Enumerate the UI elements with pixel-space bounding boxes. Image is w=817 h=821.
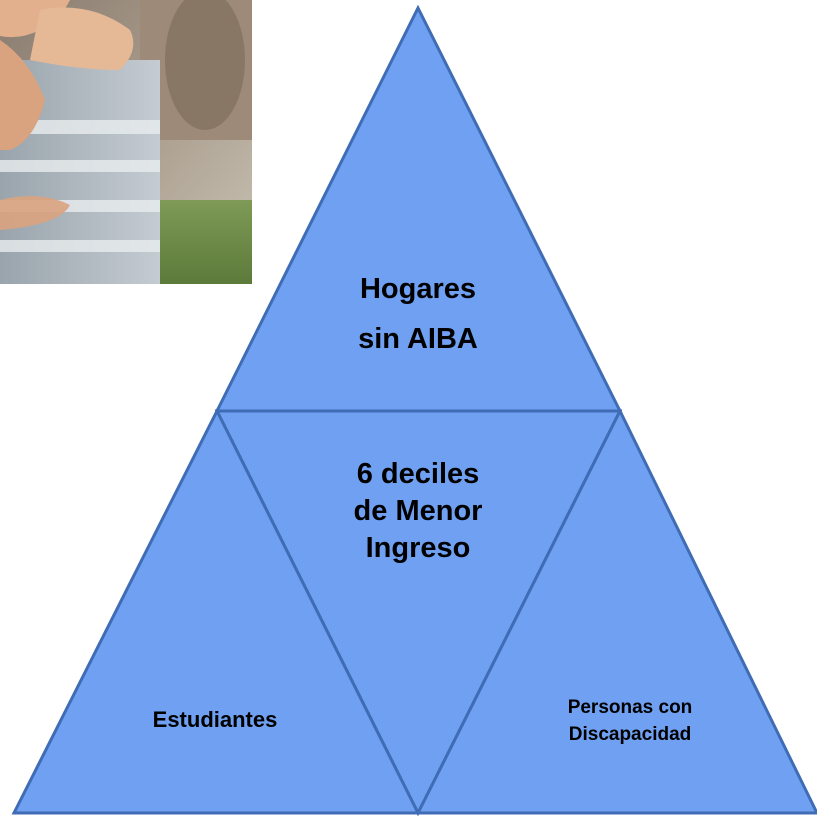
- right-segment-label: Personas con Discapacidad: [510, 694, 750, 748]
- top-label-line1: Hogares: [359, 273, 477, 305]
- center-label-line2: de Menor: [353, 495, 483, 527]
- top-label-line2: sin AIBA: [358, 323, 478, 355]
- right-segment: [415, 407, 817, 815]
- center-label-line3: Ingreso: [365, 532, 471, 564]
- top-segment-label: Hogares sin AIBA: [318, 264, 518, 364]
- right-label-line1: Personas con: [567, 697, 693, 718]
- right-label-line2: Discapacidad: [568, 724, 692, 745]
- center-label-line1: 6 deciles: [356, 458, 480, 490]
- center-segment-label: 6 deciles de Menor Ingreso: [318, 456, 518, 567]
- child-photo: [0, 0, 252, 284]
- left-label-line1: Estudiantes: [152, 707, 278, 732]
- left-segment: [11, 407, 421, 815]
- left-segment-label: Estudiantes: [100, 705, 330, 735]
